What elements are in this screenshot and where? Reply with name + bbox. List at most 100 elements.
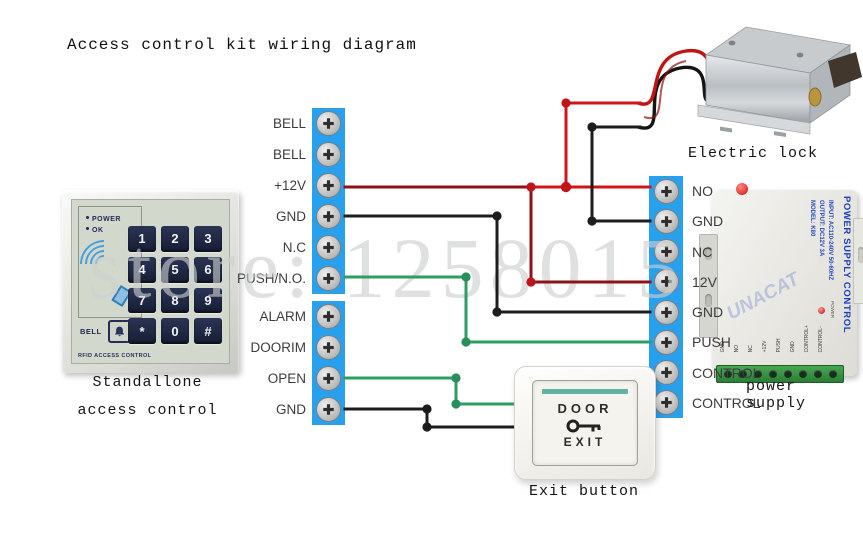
keypad-key[interactable]: 2 xyxy=(161,226,189,252)
screw-cross-icon xyxy=(660,337,672,348)
power-led-label: POWER xyxy=(92,216,121,223)
keypad-key[interactable]: 7 xyxy=(128,287,156,314)
psu-terminal-label: CONTROL+ xyxy=(804,324,810,352)
screw-cross-icon xyxy=(323,180,334,191)
keypad-key[interactable]: * xyxy=(128,318,156,344)
bell-icon xyxy=(114,326,124,337)
psu-spec-model: MODEL: K80 xyxy=(809,200,815,237)
keypad-keys: 1 2 3 4 5 6 7 8 9 * xyxy=(128,226,222,344)
electric-lock-image xyxy=(637,26,862,138)
terminal-label: OPEN xyxy=(267,370,306,386)
terminal-screw[interactable] xyxy=(316,366,341,391)
keypad-key[interactable]: 8 xyxy=(161,287,189,314)
screw-cross-icon xyxy=(660,246,672,257)
psu-top-led xyxy=(736,183,748,195)
terminal-label: CONTROL xyxy=(692,364,761,381)
screw-cross-icon xyxy=(323,311,334,322)
lock-bolt xyxy=(828,52,862,88)
terminal-screw[interactable] xyxy=(316,204,341,229)
terminal-screw[interactable] xyxy=(316,111,341,136)
terminal-screw[interactable] xyxy=(653,178,679,204)
psu-terminal-hole[interactable] xyxy=(738,370,747,378)
wire-open-exit xyxy=(343,376,522,406)
terminal-screw[interactable] xyxy=(316,397,341,422)
keypad-key[interactable]: 6 xyxy=(194,256,222,283)
left-block2-labels: ALARM DOORIM OPEN GND xyxy=(186,301,307,425)
screw-cross-icon xyxy=(323,404,334,415)
psu-terminal-hole[interactable] xyxy=(753,370,762,378)
terminal-screw[interactable] xyxy=(653,239,679,265)
terminal-screw[interactable] xyxy=(653,329,679,355)
keypad-key[interactable]: 4 xyxy=(128,256,156,283)
terminal-label: GND xyxy=(276,401,306,417)
terminal-label: 12V xyxy=(692,273,717,290)
exit-button-device: DOOR EXIT xyxy=(514,366,656,480)
psu-terminal-hole[interactable] xyxy=(723,370,732,378)
terminal-screw[interactable] xyxy=(316,173,341,198)
psu-power-led-label: POWER xyxy=(830,300,835,318)
screw-cross-icon xyxy=(660,367,672,378)
keypad-key[interactable]: 9 xyxy=(194,287,222,314)
screw-cross-icon xyxy=(323,149,334,160)
terminal-screw[interactable] xyxy=(316,266,341,291)
power-led-dot xyxy=(86,216,89,219)
keypad-key[interactable]: 5 xyxy=(161,256,189,283)
terminal-screw[interactable] xyxy=(316,235,341,260)
keypad-key[interactable]: 0 xyxy=(161,318,189,344)
terminal-screw[interactable] xyxy=(316,335,341,360)
terminal-screw[interactable] xyxy=(653,299,679,325)
terminal-label: GND xyxy=(276,208,306,224)
terminal-label: BELL xyxy=(272,146,306,162)
keypad-terminal-block-2 xyxy=(312,301,345,425)
exit-button-plate[interactable]: DOOR EXIT xyxy=(532,380,638,466)
keypad-key[interactable]: 1 xyxy=(128,226,156,252)
psu-caption: power supply xyxy=(746,378,807,412)
key-icon xyxy=(566,419,601,433)
keypad-caption-line1: Standallone xyxy=(92,374,203,391)
terminal-label: +12V xyxy=(274,177,306,193)
power-terminal-block xyxy=(649,176,683,418)
terminal-label: CONTROL xyxy=(692,394,761,411)
terminal-screw[interactable] xyxy=(653,390,679,416)
terminal-screw[interactable] xyxy=(316,142,341,167)
exit-button-caption: Exit button xyxy=(528,483,640,500)
terminal-label: NC xyxy=(692,243,713,260)
psu-mount-bracket-left xyxy=(699,234,718,338)
lock-caption: Electric lock xyxy=(688,145,819,162)
screw-cross-icon xyxy=(323,373,334,384)
keypad-key[interactable]: 3 xyxy=(194,226,222,252)
ok-led-label: OK xyxy=(92,227,104,234)
screw-cross-icon xyxy=(323,273,334,284)
psu-terminal-hole[interactable] xyxy=(768,370,777,378)
wire-gnd-exit xyxy=(343,407,538,429)
psu-terminal-hole[interactable] xyxy=(783,370,792,378)
screw-cross-icon xyxy=(323,118,334,129)
terminal-label: GND xyxy=(692,304,724,321)
keypad-key[interactable]: # xyxy=(194,318,222,344)
screw-cross-icon xyxy=(660,216,672,227)
screw-cross-icon xyxy=(660,306,672,318)
psu-terminal-hole[interactable] xyxy=(798,370,807,378)
terminal-label: DOORIM xyxy=(250,339,307,355)
terminal-label: ALARM xyxy=(259,308,306,324)
terminal-screw[interactable] xyxy=(653,269,679,295)
psu-terminal-hole[interactable] xyxy=(813,370,822,378)
ok-led-dot xyxy=(86,227,89,230)
terminal-screw[interactable] xyxy=(653,208,679,234)
keypad-indicators: POWER OK xyxy=(86,214,121,236)
terminal-label: PUSH/N.O. xyxy=(236,270,306,286)
psu-terminal-hole[interactable] xyxy=(828,370,837,378)
keypad-panel: POWER OK 1 2 3 xyxy=(70,199,230,364)
terminal-screw[interactable] xyxy=(653,360,679,386)
screw-cross-icon xyxy=(660,397,672,409)
psu-specs: MODEL: K80 OUTPUT: DC12V 3A INPUT: AC110… xyxy=(809,200,833,280)
psu-side-text: POWER SUPPLY CONTROL xyxy=(841,196,852,334)
terminal-screw[interactable] xyxy=(316,304,341,329)
keypad-terminal-block-1 xyxy=(312,108,345,294)
screw-cross-icon xyxy=(323,242,334,253)
terminal-label: NO xyxy=(692,183,713,200)
screw-cross-icon xyxy=(660,185,672,197)
